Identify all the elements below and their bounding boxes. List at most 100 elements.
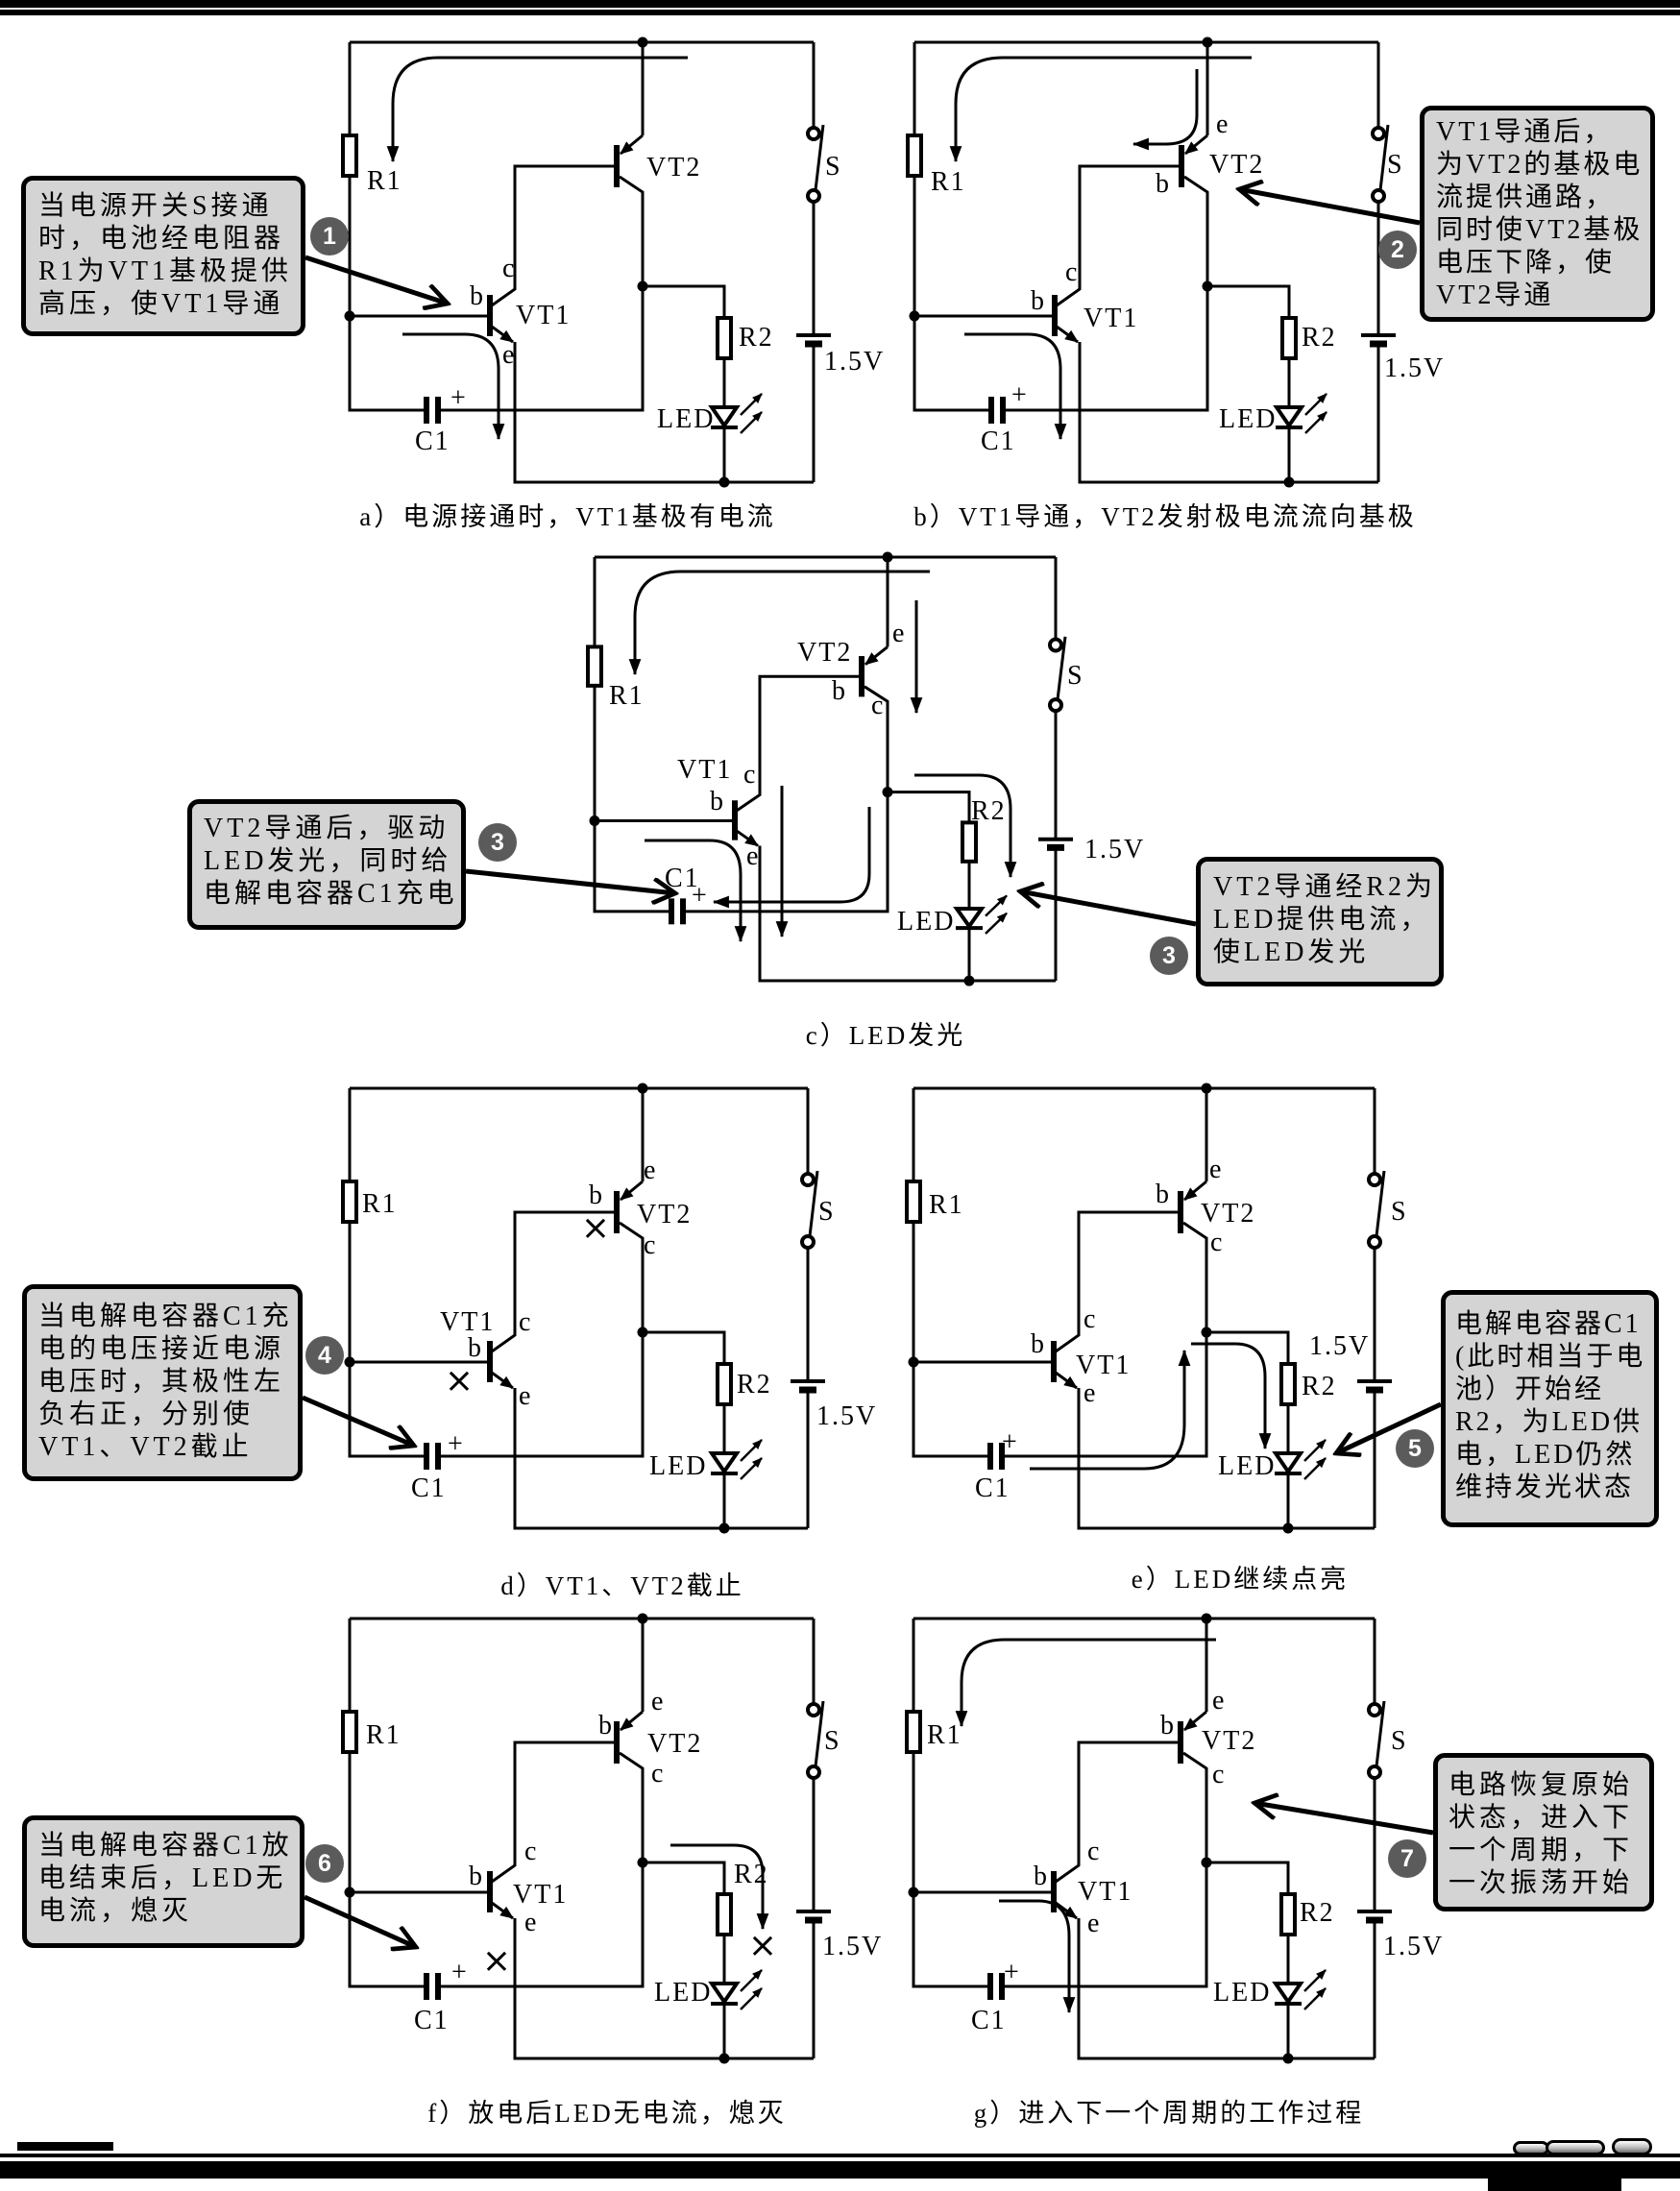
r2-feed-wire xyxy=(643,1861,726,1894)
left-rail-wire xyxy=(348,1752,426,1988)
switch-s-upper-contact xyxy=(1367,1172,1382,1187)
label-vt1: VT1 xyxy=(677,755,732,785)
label-r2: R2 xyxy=(1302,1372,1337,1401)
label-vt1-emitter: e xyxy=(519,1381,532,1411)
vt1-emitter-arrow xyxy=(736,829,759,847)
callout-text-line: 电压时，其极性左 xyxy=(38,1367,285,1397)
label-vt2-base: b xyxy=(1156,169,1171,199)
label-led: LED xyxy=(1218,1451,1276,1481)
led-light-ray xyxy=(740,1987,763,2010)
led-diode-symbol xyxy=(1272,1982,1304,2006)
switch-s-lever xyxy=(1378,124,1390,191)
label-vt2: VT2 xyxy=(646,153,701,183)
label-vt2-emitter: e xyxy=(1209,1155,1223,1184)
label-vt1-collector: c xyxy=(743,760,757,790)
junction-dot xyxy=(909,310,920,322)
vt1-emitter-return-wire xyxy=(1078,342,1378,484)
label-vt2-emitter: e xyxy=(644,1156,657,1185)
junction-dot xyxy=(718,1522,730,1534)
resistor-r2 xyxy=(716,316,733,360)
callout-text-line: VT2导通经R2为 xyxy=(1213,872,1437,902)
vt2-collector-wire xyxy=(1002,1221,1208,1458)
led-diode-symbol xyxy=(953,906,986,930)
current-flow-arrow xyxy=(712,807,871,909)
callout-box-step-5: 电解电容器C1 (此时相当于电 池）开始经 R2，为LED供 电，LED仍然 维… xyxy=(1441,1290,1659,1527)
callout-text-line: 维持发光状态 xyxy=(1455,1473,1635,1502)
label-c1: C1 xyxy=(415,426,450,456)
vt1-collector-to-vt2-base-wire xyxy=(1055,1741,1181,1884)
resistor-r1 xyxy=(905,1180,922,1224)
label-vt1-base: b xyxy=(710,787,725,816)
left-rail-wire xyxy=(913,176,991,412)
step-badge-3-left: 3 xyxy=(478,823,517,862)
r2-feed-wire xyxy=(643,284,726,318)
label-led: LED xyxy=(1213,1978,1271,2008)
label-r2: R2 xyxy=(1302,323,1337,353)
label-vt1-collector: c xyxy=(1083,1304,1097,1334)
resistor-r1 xyxy=(905,1710,922,1754)
bottom-right-tab xyxy=(1488,2177,1621,2191)
label-switch: S xyxy=(1391,1197,1408,1227)
vt2-emitter-arrow xyxy=(1183,1180,1207,1202)
vt1-emitter-arrow xyxy=(1056,325,1079,344)
step-badge-4: 4 xyxy=(305,1336,344,1375)
label-vt2: VT2 xyxy=(797,638,852,668)
label-vt1-base: b xyxy=(1031,286,1046,316)
bottom-rule-thick xyxy=(0,2161,1680,2179)
junction-dot xyxy=(1282,2053,1294,2064)
led-diode-symbol xyxy=(708,1982,741,2006)
label-vt2: VT2 xyxy=(647,1729,702,1759)
led-diode-symbol xyxy=(708,1451,741,1475)
current-flow-arrow xyxy=(386,56,688,163)
label-c1: C1 xyxy=(981,426,1016,456)
callout-2-pointer-arrow xyxy=(1239,189,1421,226)
label-led: LED xyxy=(657,404,715,434)
switch-s-lever xyxy=(814,124,825,191)
callout-text-line: 电压下降，使 xyxy=(1436,248,1616,278)
label-vt2-collector: c xyxy=(644,1230,657,1260)
junction-dot xyxy=(908,1356,919,1368)
step-badge-5: 5 xyxy=(1396,1429,1434,1468)
resistor-r1 xyxy=(341,134,358,178)
led-light-ray xyxy=(985,894,1008,917)
label-r1: R1 xyxy=(931,167,966,197)
label-r2: R2 xyxy=(739,323,774,353)
left-rail-wire xyxy=(348,176,426,412)
label-switch: S xyxy=(818,1197,836,1227)
vt2-collector-wire xyxy=(1002,1751,1208,1988)
label-battery: 1.5V xyxy=(816,1401,877,1431)
label-led: LED xyxy=(1219,404,1277,434)
junction-dot xyxy=(882,787,893,798)
junction-dot xyxy=(637,1083,648,1094)
left-rail-wire xyxy=(912,1222,990,1458)
current-flow-arrow xyxy=(955,1638,1216,1728)
label-r2: R2 xyxy=(734,1860,769,1889)
label-battery: 1.5V xyxy=(1084,835,1145,864)
label-vt2-emitter: e xyxy=(651,1687,665,1716)
label-c1-plus: + xyxy=(448,1429,465,1459)
callout-text-line: 电解电容器C1 xyxy=(1455,1309,1642,1339)
resistor-r1 xyxy=(341,1710,358,1754)
callout-5-pointer-arrow xyxy=(1336,1401,1443,1453)
vt2-collector-wire xyxy=(438,1221,645,1458)
vt2-emitter-arrow xyxy=(1184,134,1208,156)
current-flow-arrow xyxy=(949,56,1252,163)
bottom-left-marker-bar xyxy=(17,2142,113,2151)
step-badge-1: 1 xyxy=(310,217,349,256)
callout-3b-pointer-arrow xyxy=(1020,891,1197,927)
label-c1-plus: + xyxy=(1011,380,1029,410)
resistor-r2 xyxy=(961,820,978,864)
label-vt1: VT1 xyxy=(513,1880,568,1910)
callout-4-pointer-arrow xyxy=(302,1395,414,1446)
resistor-r2 xyxy=(716,1362,733,1406)
left-rail-wire xyxy=(912,1752,990,1988)
junction-dot xyxy=(1283,476,1295,488)
top-rule-thick xyxy=(0,0,1680,8)
label-switch: S xyxy=(825,152,842,182)
callout-text-line: 电解电容器C1充电 xyxy=(204,879,458,909)
junction-dot xyxy=(637,1857,648,1868)
label-vt2: VT2 xyxy=(637,1200,692,1229)
switch-s-lever xyxy=(1056,636,1067,700)
